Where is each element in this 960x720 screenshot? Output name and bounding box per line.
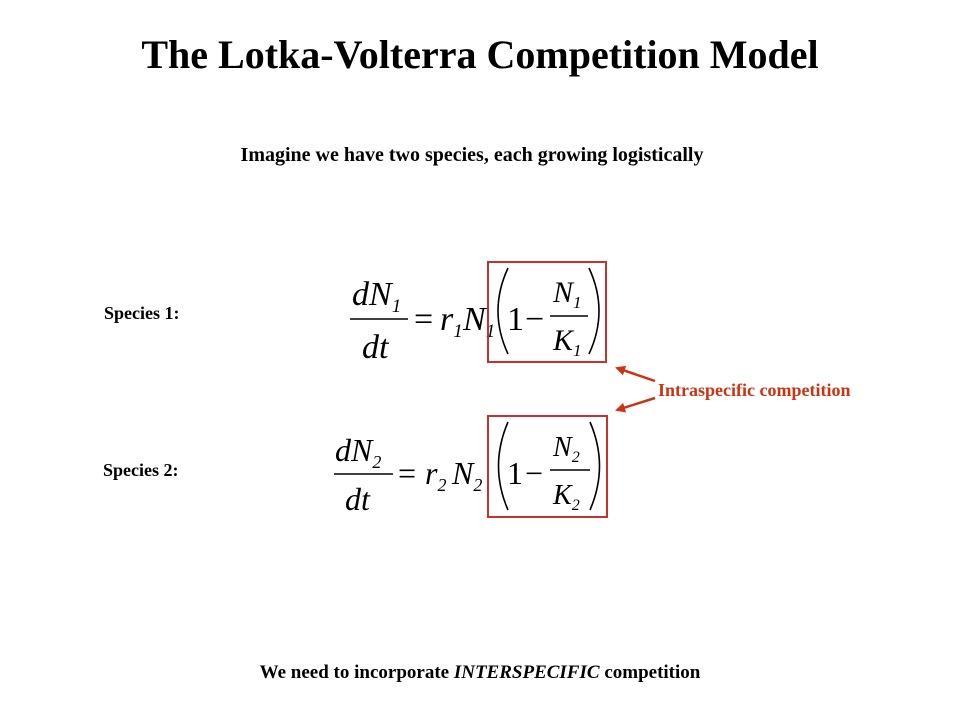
annotation-arrow-lower xyxy=(615,396,656,413)
species-2-label: Species 2: xyxy=(103,460,179,480)
species-1-label: Species 1: xyxy=(104,303,180,323)
eq1-equals: = xyxy=(414,301,433,338)
footer-suffix: competition xyxy=(599,662,701,683)
intraspecific-annotation: Intraspecific competition xyxy=(658,380,851,400)
slide-subtitle: Imagine we have two species, each growin… xyxy=(240,144,704,166)
eq2-right-paren xyxy=(589,421,601,511)
footer-prefix: We need to incorporate xyxy=(259,662,454,683)
eq2-fraction-denominator: K2 xyxy=(552,480,580,514)
eq1-fraction-numerator: N1 xyxy=(552,276,582,312)
eq2-rate: r2 xyxy=(425,455,446,495)
eq1-lhs-denominator: dt xyxy=(362,329,390,366)
equation-species-1: dN1 dt = r1 N1 1 − N1 K1 xyxy=(350,261,607,366)
eq1-intraspecific-box xyxy=(487,261,607,363)
eq1-left-paren xyxy=(497,267,509,355)
eq2-intraspecific-box xyxy=(487,415,608,518)
annotation-arrow-upper xyxy=(615,365,656,383)
eq1-lhs-numerator: dN1 xyxy=(352,276,401,317)
eq2-lhs-numerator: dN2 xyxy=(335,432,381,472)
eq1-fraction-denominator: K1 xyxy=(552,324,582,360)
eq2-equals: = xyxy=(398,455,416,491)
eq2-left-paren xyxy=(497,421,509,511)
eq2-one: 1 xyxy=(507,455,523,491)
eq1-right-paren xyxy=(588,267,600,355)
equation-species-2: dN2 dt = r2 N2 1 − N2 K2 xyxy=(334,415,608,518)
eq2-lhs-denominator: dt xyxy=(345,481,371,517)
eq2-fraction-numerator: N2 xyxy=(552,432,580,466)
slide-title: The Lotka-Volterra Competition Model xyxy=(141,32,819,77)
eq2-minus: − xyxy=(525,455,543,491)
eq1-minus: − xyxy=(525,301,544,338)
eq1-rate: r1 xyxy=(440,301,463,342)
eq2-population: N2 xyxy=(451,455,482,495)
eq1-one: 1 xyxy=(507,301,524,338)
slide-footer: We need to incorporate INTERSPECIFIC com… xyxy=(0,660,960,686)
eq1-population: N1 xyxy=(462,301,495,342)
footer-emphasis: INTERSPECIFIC xyxy=(453,662,600,683)
